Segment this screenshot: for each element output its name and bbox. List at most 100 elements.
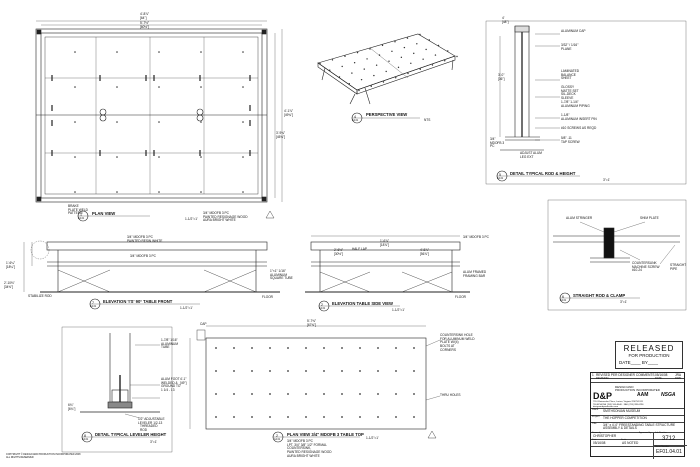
rev-header-by: DWN [675, 377, 682, 380]
perspective-hole [428, 39, 430, 41]
perspective-hole [397, 66, 400, 69]
bottom-plan-height-dim: 4'-1" [49"] [180, 377, 187, 385]
aam-logo: AAM [637, 392, 649, 398]
cross-note: #10 SCREWS AS REQD [561, 126, 597, 130]
thru-hole [395, 393, 397, 395]
thru-hole [305, 347, 307, 349]
perspective-hole [385, 70, 387, 73]
front-view-title: ELEVATION 'I'S' 90° TABLE FRONT [103, 299, 173, 304]
logo-row: D&P DESIGN AND PRODUCTION INCORPORATED A… [591, 382, 684, 409]
leveler-view-ref: A4.01 [82, 438, 89, 441]
floor-note: FLOOR [262, 295, 273, 299]
perspective-hole [378, 54, 381, 56]
plan-inner-width-dim: 5'-7½" [60½"] [140, 21, 150, 29]
revision-row: 1 REVISED PER DESIGNER COMMENTS 05/16/08… [591, 373, 684, 379]
date-value: 05/16/08 [593, 441, 606, 445]
foot-note: ALUM FOOT WELDED & GROUND TO 1 1/4 - 13 [161, 377, 181, 393]
thru-hole [323, 416, 325, 418]
plan-view-number: 1 [80, 213, 82, 217]
job-label: Job Number [655, 432, 667, 434]
plan-hole [116, 191, 118, 193]
rev-no: 1 [592, 372, 594, 377]
thru-hole [377, 393, 379, 395]
perspective-hole [373, 74, 375, 77]
perspective-hole [356, 51, 359, 54]
thru-hole [233, 393, 235, 395]
perspective-hole [400, 56, 403, 59]
lamina-note: LAMINATED BALANCE SHEET [561, 69, 580, 81]
elev-cap-note: 3/4" MDOFB 3 PC PAINTED RESIN WHITE [127, 235, 163, 243]
plan-hole [116, 86, 118, 88]
scale-value: AS NOTED [622, 441, 639, 445]
nsga-logo: NSGA [661, 392, 676, 398]
gap-top-note: 3/4" MDOFB 3 PC [463, 235, 489, 239]
thru-hole [341, 370, 343, 372]
front-view-scale: 1-1/2"=1' [180, 306, 193, 310]
stamp-line-2: FOR PRODUCTION [628, 353, 670, 358]
title-row: Title 3/4" x 4'-0" FREESTANDING TABLE ST… [591, 422, 684, 433]
thru-hole [251, 393, 253, 395]
thru-hole [305, 370, 307, 372]
plan-hole [116, 51, 118, 53]
drawn-label: Drawn by [592, 432, 602, 434]
stabilize-rod-note: STABILIZE ROD [28, 294, 52, 298]
thru-hole [323, 393, 325, 395]
plan-hole [200, 51, 202, 53]
perspective-hole [348, 83, 350, 85]
foot-base-note: 1/2" ADJUSTABLE LEVELER 1/2-13 [138, 417, 165, 425]
client-row: Client SMITHSONIAN MUSEUM [591, 408, 684, 416]
plan-overall-height-dim: 4'-1⅞" [49¾"] [284, 109, 294, 117]
thru-hole [341, 393, 343, 395]
persp-view-number: 4 [354, 115, 356, 119]
perspective-hole [341, 65, 343, 68]
thru-hole [413, 370, 415, 372]
revision-header: REVISION DATE DWN [591, 377, 684, 383]
perspective-hole [391, 50, 393, 53]
sheet-label: Sheet Number [655, 446, 670, 448]
elevation-front-drawing [23, 240, 280, 310]
detail-rod-drawing [485, 20, 687, 185]
countersunk-note: COUNTERSUNK MACHINE SCREW #10-24 [632, 261, 660, 273]
elevation-side-drawing [305, 235, 470, 312]
title-value: 3/4" x 4'-0" FREESTANDING TABLE STRUCTUR… [603, 422, 676, 431]
persp-view-ref: A4.01 [352, 119, 359, 122]
elev-height-dim: 1'-6¼" [18¼"] [6, 261, 16, 269]
elev-left-height-dim: 2'-10⅜" [34⅜"] [4, 281, 15, 289]
thru-hole [395, 347, 397, 349]
date-row: Date 05/16/08 Scale AS NOTED [591, 439, 684, 447]
rev-header-desc: REVISION [596, 377, 609, 380]
thru-hole [269, 347, 271, 349]
sheet-value: EF01.04.01 [656, 449, 682, 455]
plan-overall-width-dim: 4'-8⅞" [64"] [140, 12, 150, 20]
plan-hole [74, 121, 76, 123]
side-view-ref: A4.01 [319, 307, 326, 310]
thru-hole [287, 416, 289, 418]
perspective-hole [358, 89, 360, 92]
thru-hole [251, 416, 253, 418]
straight-rod-drawing [547, 199, 687, 311]
plan-view-scale: 1-1/2"=1' [185, 217, 198, 221]
thru-hole [269, 416, 271, 418]
thru-hole [287, 370, 289, 372]
plan-hole [242, 51, 244, 53]
perspective-hole [425, 48, 427, 51]
rod-view-title: DETAIL TYPICAL ROD & HEIGHT [510, 171, 576, 176]
thru-hole [359, 370, 361, 372]
perspective-hole [413, 52, 415, 55]
thru-hole [377, 347, 379, 349]
plan-hole [158, 121, 160, 123]
thru-hole [269, 393, 271, 395]
perspective-view-drawing [317, 33, 456, 124]
rod-view-ref: A4.01 [497, 177, 504, 180]
straight-view-ref: A4.01 [560, 299, 567, 302]
screws-note: 1-7/8" 1-1/4" ALUMINUM PIPING [561, 100, 590, 108]
drawn-value: CHRISTOPHER [593, 434, 617, 438]
thru-hole [359, 393, 361, 395]
bottom-plan-width-dim: 5'-7⅜" [67⅜"] [307, 319, 317, 327]
plan-hole [116, 156, 118, 158]
bottom-plan-note: 3/4" MDOFB 3 PC LPT, 3/4" 3/8" 1/2" FORM… [287, 439, 332, 458]
thru-hole [377, 370, 379, 372]
thru-hole [233, 416, 235, 418]
perspective-hole [422, 58, 424, 60]
